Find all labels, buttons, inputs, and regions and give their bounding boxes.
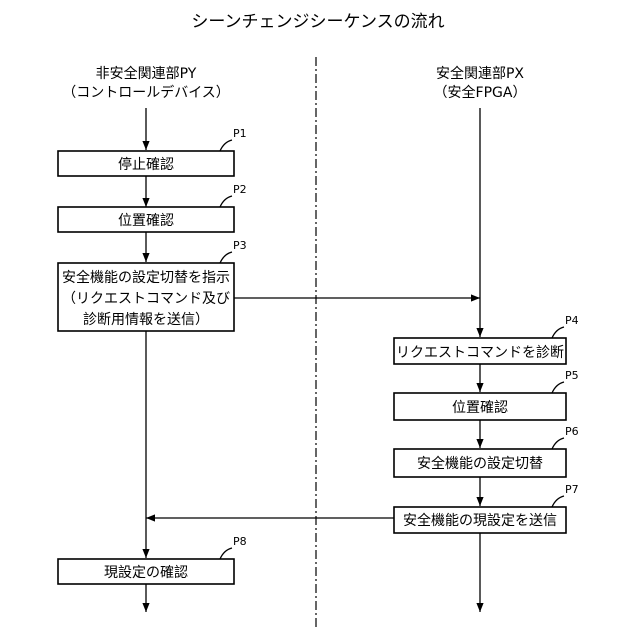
lane-right-subtitle: （安全FPGA）: [434, 84, 527, 101]
step-p4-text: リクエストコマンドを診断: [396, 345, 564, 361]
step-p2: 位置確認 P2: [58, 183, 247, 232]
step-p4-label: P4: [565, 314, 579, 327]
step-p3-text-line3: 診断用情報を送信）: [83, 312, 209, 328]
lane-right-title: 安全関連部PX: [436, 65, 524, 82]
step-p8-leader: [220, 548, 232, 559]
step-p2-leader: [220, 196, 232, 207]
step-p7: 安全機能の現設定を送信 P7: [394, 483, 579, 533]
lane-left-subtitle: （コントロールデバイス）: [62, 84, 230, 101]
step-p6: 安全機能の設定切替 P6: [394, 425, 579, 477]
step-p8: 現設定の確認 P8: [58, 535, 247, 584]
step-p5: 位置確認 P5: [394, 369, 579, 420]
step-p4-leader: [552, 327, 564, 338]
step-p7-label: P7: [565, 483, 579, 496]
step-p4: リクエストコマンドを診断 P4: [394, 314, 579, 364]
step-p3-text-line1: 安全機能の設定切替を指示: [62, 269, 230, 286]
lane-left-title: 非安全関連部PY: [96, 65, 197, 82]
step-p3-leader: [220, 252, 232, 263]
step-p1-label: P1: [233, 127, 247, 140]
step-p6-label: P6: [565, 425, 579, 438]
step-p8-label: P8: [233, 535, 247, 548]
step-p1: 停止確認 P1: [58, 127, 247, 176]
step-p2-text: 位置確認: [118, 213, 174, 229]
step-p2-label: P2: [233, 183, 247, 196]
step-p5-label: P5: [565, 369, 579, 382]
step-p6-leader: [552, 438, 564, 449]
step-p7-text: 安全機能の現設定を送信: [403, 512, 557, 529]
step-p3: 安全機能の設定切替を指示 （リクエストコマンド及び 診断用情報を送信） P3: [58, 239, 247, 331]
diagram-title: シーンチェンジシーケンスの流れ: [191, 12, 444, 32]
step-p5-text: 位置確認: [452, 400, 508, 416]
step-p1-text: 停止確認: [118, 156, 174, 173]
step-p1-leader: [220, 140, 232, 151]
step-p7-leader: [552, 496, 564, 507]
step-p6-text: 安全機能の設定切替: [417, 455, 543, 472]
step-p8-text: 現設定の確認: [104, 565, 188, 581]
step-p3-label: P3: [233, 239, 247, 252]
step-p5-leader: [552, 382, 564, 393]
step-p3-text-line2: （リクエストコマンド及び: [62, 291, 230, 307]
